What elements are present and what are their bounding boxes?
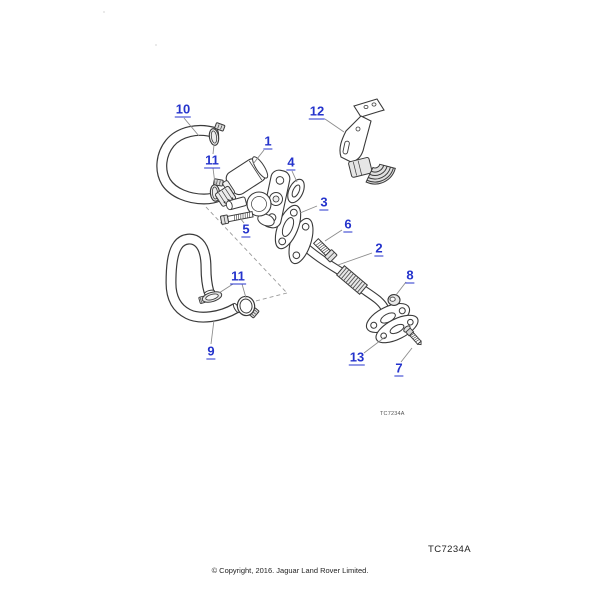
bracket-top-tab [353,98,385,118]
tube-flange-lower [365,302,411,334]
gasket-mid [274,204,302,250]
assembly-dashed-lines [205,206,288,303]
copyright-text: © Copyright, 2016. Jaguar Land Rover Lim… [211,566,369,575]
gasket-small [287,178,305,204]
dash-line [251,292,288,303]
bracket-assembly [339,98,396,185]
scan-speck [103,11,105,13]
bracket-connector [348,157,373,178]
leader-line [241,283,247,299]
connector-ribbed-boot [365,163,396,185]
leader-line [212,167,216,185]
leader-line [239,217,245,224]
leader-line [324,229,343,242]
leader-line [299,205,318,214]
egr-valve [215,156,291,229]
diagram-code-footer: TC7234A [428,544,471,555]
dash-line [205,206,288,294]
bolt-valve [219,210,254,225]
leader-line [400,347,413,363]
leader-line [324,118,345,133]
stud-bolt [403,325,422,346]
leader-line [363,336,386,354]
bracket-arm [339,115,372,163]
tube-nut [387,294,401,306]
bolt-flange [312,237,338,263]
leader-line [210,319,215,345]
leader-line [212,144,215,155]
gasket-lower [375,314,419,344]
leader-line [183,117,200,137]
hose-clamp-lower-flat [198,291,223,304]
bracket-hole [355,126,361,132]
valve-lower-boss [257,213,275,227]
valve-flange [261,169,291,229]
valve-pipe-stub [225,196,247,211]
leader-lines [183,117,413,363]
leader-line [337,252,373,266]
scan-speck [155,44,157,46]
leader-line [291,170,298,183]
tube-flex-section [335,265,369,295]
leader-line [252,149,265,165]
bracket-slot [342,140,350,155]
valve-body [246,191,272,217]
hose-clamp-upper-top [208,122,226,146]
scan-specks [103,11,157,46]
diagram-code-inline: TC7234A [380,411,405,417]
hose-lower [165,233,241,323]
leader-line [395,281,407,296]
hose-clamp-lower-round [236,295,260,319]
leader-line [218,283,234,294]
